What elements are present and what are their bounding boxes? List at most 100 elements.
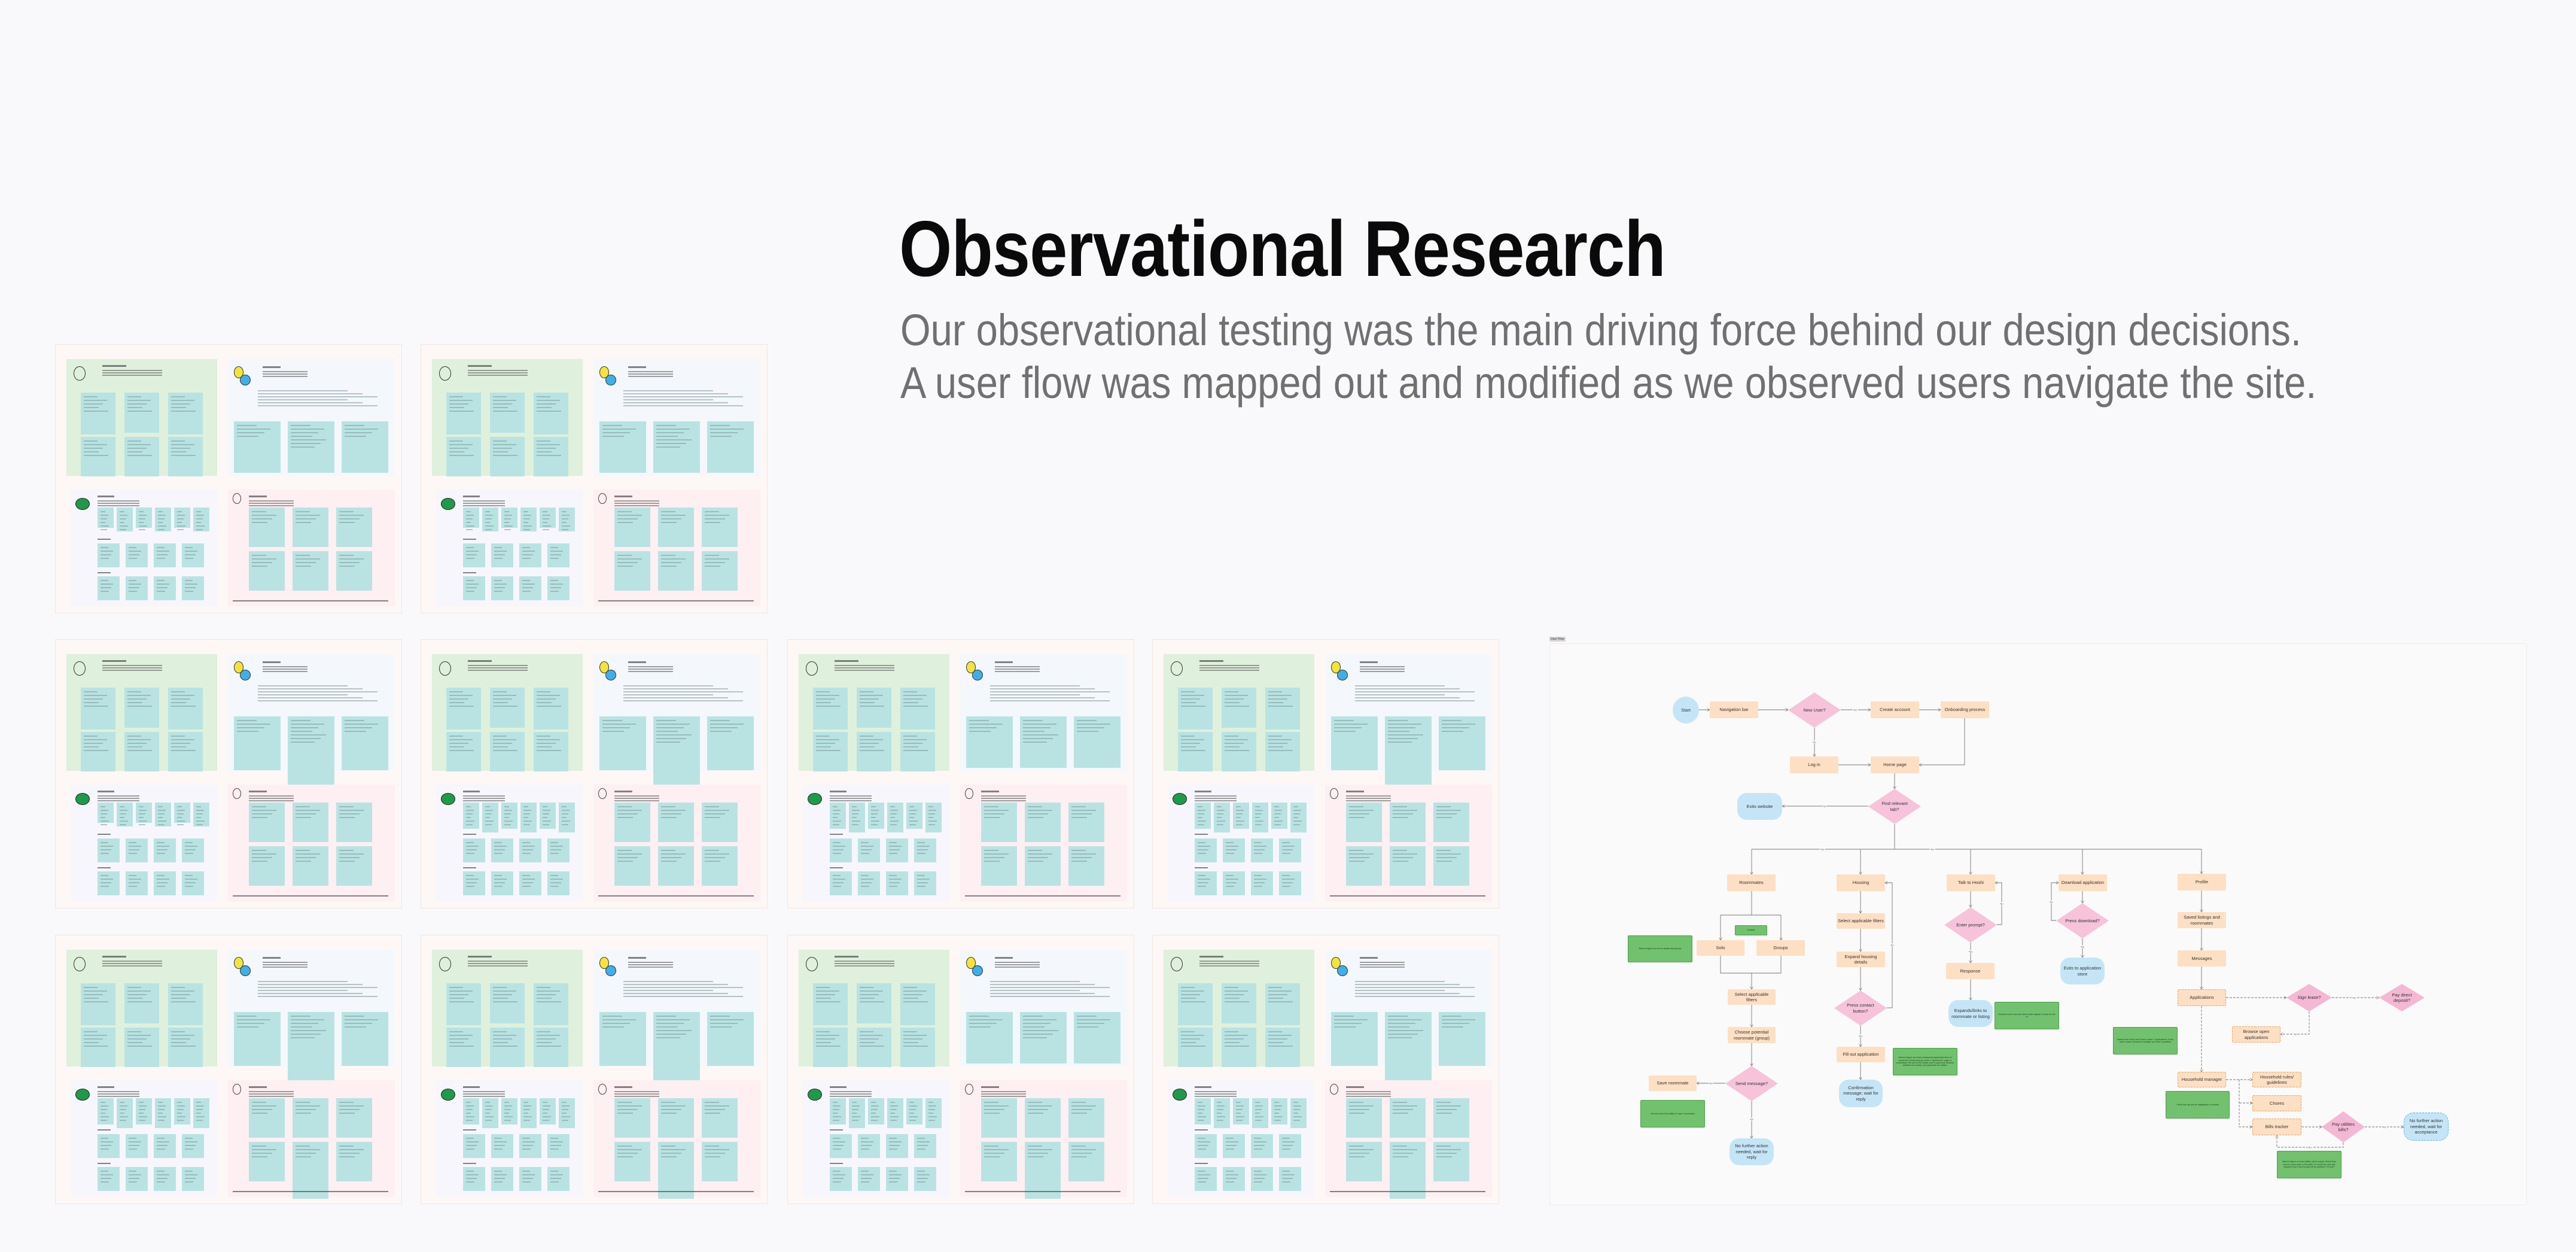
text-line [158, 1109, 165, 1110]
text-line [562, 511, 567, 512]
text-line [889, 1138, 897, 1139]
text-line [623, 697, 728, 698]
sticky-note [1252, 1098, 1268, 1128]
text-line [101, 1105, 108, 1107]
text-line [258, 694, 348, 695]
text-line [1393, 857, 1413, 858]
sticky-note [193, 508, 209, 531]
text-line [1198, 806, 1202, 807]
text-line [252, 850, 266, 851]
text-line [345, 429, 379, 430]
text-line [833, 879, 846, 880]
text-line [1255, 1109, 1262, 1110]
sticky-note [966, 716, 1013, 768]
section-heading [614, 496, 632, 497]
section-heading [102, 956, 126, 958]
text-line [1388, 1030, 1424, 1031]
text-line [493, 691, 507, 692]
text-line [990, 996, 1110, 997]
flow-node-saved: Saved listings and roommates [2178, 912, 2226, 928]
text-line [1225, 743, 1244, 744]
text-line [1028, 1149, 1052, 1150]
text-line [656, 429, 690, 430]
flow-node-rm-filters: Select applicable filters [1728, 989, 1776, 1005]
sticky-note [1390, 1142, 1426, 1199]
sticky-note [830, 1134, 852, 1158]
text-line [1181, 706, 1206, 707]
text-line [157, 879, 170, 880]
text-line [903, 750, 928, 751]
sticky-note [1068, 803, 1104, 842]
section-heading [830, 1129, 843, 1131]
flow-node-save-note: Not sure about the ability to "save" roo… [1640, 1100, 1705, 1128]
text-line [120, 806, 124, 807]
text-line [296, 853, 320, 855]
text-line [102, 965, 162, 967]
sticky-note [547, 838, 570, 862]
text-line [550, 842, 558, 843]
section-heading [628, 661, 646, 663]
text-line [127, 743, 147, 744]
text-line [830, 800, 872, 801]
text-line [196, 529, 203, 530]
text-line [623, 700, 743, 701]
text-line [463, 798, 505, 799]
subtitle-line: Our observational testing was the main d… [900, 305, 2302, 355]
section-heading [463, 496, 480, 497]
text-line [860, 1031, 873, 1032]
text-line [1198, 1109, 1204, 1110]
text-line [1346, 800, 1391, 801]
post-test-questions-section [960, 1080, 1127, 1199]
research-board [421, 344, 768, 613]
sticky-note [599, 1012, 646, 1066]
text-line [494, 1171, 502, 1172]
text-line [129, 551, 142, 552]
sticky-note [1290, 1098, 1307, 1128]
text-line [1334, 724, 1368, 725]
sticky-note [336, 846, 372, 886]
text-line [1198, 1102, 1202, 1103]
text-line [1274, 1109, 1281, 1110]
text-line [889, 842, 897, 843]
text-line [1349, 850, 1363, 851]
text-line [129, 554, 139, 555]
sticky-note [534, 1028, 568, 1067]
chat-bubble-icon [75, 793, 90, 805]
text-line [909, 821, 918, 822]
section-heading [102, 660, 126, 662]
text-line [485, 806, 490, 807]
text-line [504, 1105, 512, 1107]
text-line [617, 1109, 638, 1110]
text-line [1198, 1116, 1206, 1117]
text-line [543, 518, 549, 519]
text-line [493, 998, 508, 999]
sticky-note [490, 393, 525, 433]
text-line [1181, 691, 1195, 692]
sticky-note [136, 1098, 152, 1125]
text-line [466, 591, 474, 592]
text-line [1436, 861, 1453, 862]
text-line [1254, 1174, 1267, 1175]
text-line [523, 806, 528, 807]
text-line [705, 806, 719, 807]
text-line [617, 566, 634, 567]
text-line [537, 455, 562, 456]
sticky-note [1025, 846, 1061, 886]
text-line [623, 396, 743, 397]
text-line [617, 853, 642, 855]
text-line [263, 371, 307, 372]
text-line [861, 882, 872, 883]
text-line [969, 1016, 989, 1017]
text-line [909, 806, 914, 807]
text-line [562, 518, 568, 519]
text-line [102, 375, 162, 376]
text-line [705, 558, 729, 560]
text-line [816, 706, 841, 707]
text-line [852, 806, 857, 807]
section-heading [830, 791, 847, 792]
text-line [833, 1109, 839, 1110]
text-line [129, 849, 139, 850]
text-line [291, 724, 325, 725]
text-line [1268, 695, 1292, 696]
sticky-note [614, 1098, 650, 1138]
